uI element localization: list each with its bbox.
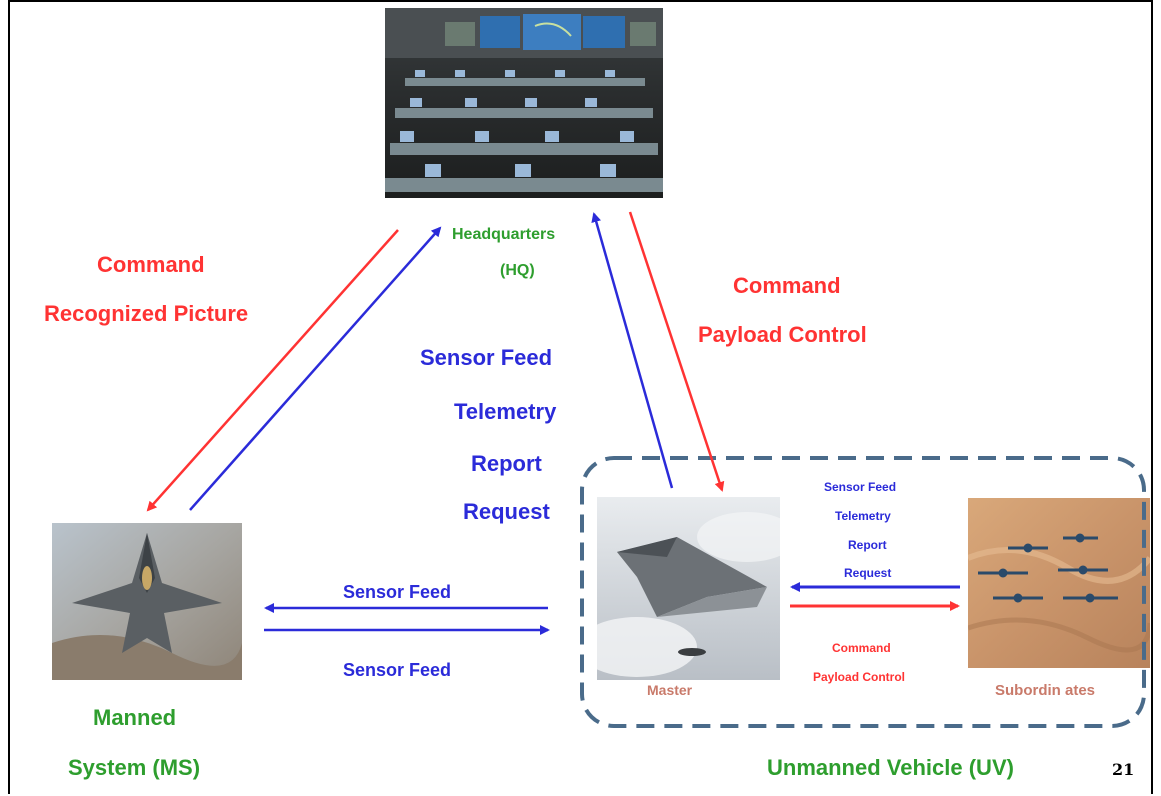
page-number: 21 [1112, 760, 1135, 779]
small-command-label: Command [832, 641, 891, 655]
uplink-sensor-feed-label: Sensor Feed [420, 345, 553, 370]
ms-uv-bottom-sensor-feed-label: Sensor Feed [343, 660, 452, 680]
fighter-jet-image [52, 523, 242, 680]
right-command-label: Command [733, 273, 841, 298]
uplink-report-label: Report [471, 451, 542, 476]
right-payload-control-label: Payload Control [698, 322, 867, 347]
small-telemetry-label: Telemetry [835, 509, 891, 523]
ms-to-hq-feed-arrow [189, 226, 442, 511]
hq-control-room-image [385, 8, 663, 198]
uplink-telemetry-label: Telemetry [454, 399, 557, 424]
master-uav-image [597, 497, 780, 680]
slide-frame [8, 0, 1153, 794]
uplink-request-label: Request [463, 499, 550, 524]
small-request-label: Request [844, 566, 892, 580]
left-command-label: Command [97, 252, 205, 277]
master-to-hq-feed-arrow [591, 212, 674, 489]
small-report-label: Report [848, 538, 887, 552]
hq-label-line1: Headquarters [452, 226, 556, 243]
hq-label-line2: (HQ) [500, 262, 535, 279]
small-payload-control-label: Payload Control [813, 670, 906, 684]
uv-dashed-boundary [580, 456, 1146, 728]
left-recognized-picture-label: Recognized Picture [44, 301, 249, 326]
unmanned-vehicle-label: Unmanned Vehicle (UV) [767, 755, 1014, 780]
ms-uv-top-sensor-feed-label: Sensor Feed [343, 582, 452, 602]
small-sensor-feed-label: Sensor Feed [824, 480, 897, 494]
master-label: Master [647, 682, 693, 698]
hq-to-master-command-arrow [628, 211, 725, 492]
hq-to-ms-command-arrow [146, 229, 399, 512]
manned-label-line1: Manned [93, 705, 177, 730]
manned-label-line2: System (MS) [68, 755, 201, 780]
subordinates-label: Subordin ates [995, 682, 1096, 699]
